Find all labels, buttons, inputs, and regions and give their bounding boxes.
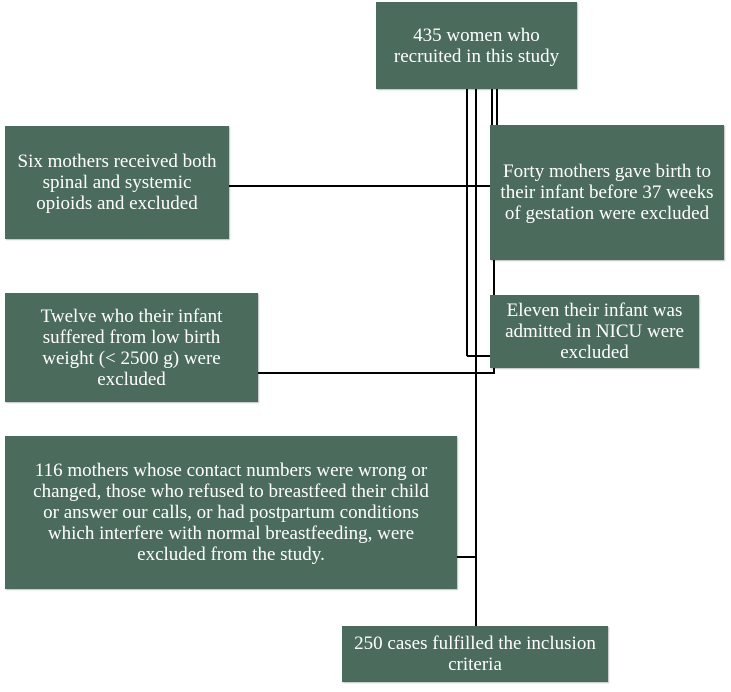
final-box: 250 cases fulfilled the inclusion criter…	[342, 626, 608, 682]
spinal-opioids-box: Six mothers received both spinal and sys…	[5, 126, 229, 239]
recruited-text: 435 women who recruited in this study	[393, 24, 560, 67]
nicu-text: Eleven their infant was admitted in NICU…	[505, 300, 684, 363]
contact-text: 116 mothers whose contact numbers were w…	[33, 460, 429, 565]
low-birth-weight-text: Twelve who their infant suffered from lo…	[40, 305, 223, 390]
nicu-box: Eleven their infant was admitted in NICU…	[490, 295, 699, 368]
contact-box: 116 mothers whose contact numbers were w…	[5, 436, 457, 589]
preterm-text: Forty mothers gave birth to their infant…	[500, 161, 714, 224]
recruited-box: 435 women who recruited in this study	[376, 2, 577, 89]
low-birth-weight-box: Twelve who their infant suffered from lo…	[5, 293, 258, 402]
final-text: 250 cases fulfilled the inclusion criter…	[354, 633, 596, 675]
preterm-box: Forty mothers gave birth to their infant…	[490, 125, 724, 260]
spinal-opioids-text: Six mothers received both spinal and sys…	[17, 151, 217, 214]
